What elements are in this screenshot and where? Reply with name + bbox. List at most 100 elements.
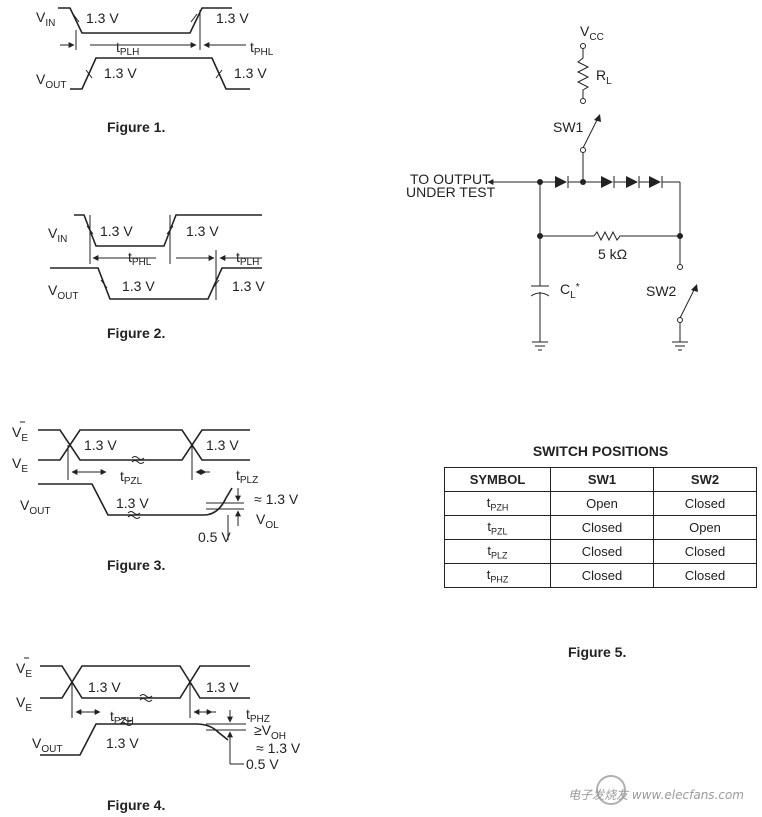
level-label: 1.3 V: [216, 10, 249, 26]
watermark: 电子发烧友 www.elecfans.com: [568, 788, 744, 802]
sw2-cell: Closed: [653, 491, 757, 516]
figure-5-caption: Figure 5.: [568, 644, 627, 660]
approx-label: ≈ 1.3 V: [254, 491, 299, 507]
sw2-terminal: [677, 264, 683, 270]
tplh-label: tPLH: [116, 39, 139, 58]
rl-label: RL: [596, 67, 612, 87]
table-row: tPLZ Closed Closed: [444, 539, 757, 564]
figure-3: VE VE 1.3 V 1.3 V tPZL tPLZ VOUT 1.3 V ≈…: [12, 421, 299, 545]
sw1-cell: Closed: [550, 563, 654, 588]
node: [580, 179, 586, 185]
figure-4: VE VE 1.3 V 1.3 V tPZH tPHZ VOUT 1.3 V ≥…: [16, 657, 301, 772]
sw2-terminal: [677, 317, 683, 323]
threshold-tick: [190, 13, 198, 23]
sw2-cell: Closed: [653, 563, 757, 588]
vcc-label: VCC: [580, 23, 604, 43]
level-label: 1.3 V: [84, 437, 117, 453]
figure-1-caption: Figure 1.: [107, 119, 166, 135]
approx-label: ≈ 1.3 V: [256, 740, 301, 756]
level-label: 1.3 V: [104, 65, 137, 81]
vout-label: VOUT: [32, 735, 62, 755]
tpzh-label: tPZH: [110, 708, 134, 727]
vin-waveform: [74, 214, 262, 247]
vout-waveform: [70, 57, 250, 90]
figure-2-caption: Figure 2.: [107, 325, 166, 341]
vcc-terminal: [580, 43, 586, 49]
v05-label: 0.5 V: [246, 756, 279, 772]
vin-label: VIN: [36, 9, 55, 29]
level-label: 1.3 V: [234, 65, 267, 81]
level-label: 1.3 V: [206, 679, 239, 695]
vout-label: VOUT: [48, 282, 78, 302]
diode: [555, 176, 567, 188]
figure-2: VIN 1.3 V 1.3 V tPHL tPLH VOUT 1.3 V 1.3…: [48, 214, 265, 302]
switch-positions-table: SYMBOL SW1 SW2 tPZH Open Closed tPZL Clo…: [444, 467, 757, 588]
sw2-cell: Open: [653, 515, 757, 540]
ve-label: VE: [12, 455, 28, 475]
v05-label: 0.5 V: [198, 529, 231, 545]
ve-waveform: [38, 429, 250, 461]
level-label: 1.3 V: [122, 278, 155, 294]
table-row: tPHZ Closed Closed: [444, 563, 757, 588]
vol-label: VOL: [256, 511, 279, 531]
level-label: 1.3 V: [100, 223, 133, 239]
sw2-arrowhead: [691, 284, 698, 292]
ground-icon: [532, 341, 548, 351]
sw1-cell: Closed: [550, 539, 654, 564]
tplh-label: tPLH: [236, 249, 259, 268]
header-sw2: SW2: [653, 467, 757, 492]
vout-label: VOUT: [20, 497, 50, 517]
table-row: tPZL Closed Open: [444, 515, 757, 540]
ve-bar-waveform: [38, 429, 250, 461]
vout-label: VOUT: [36, 71, 66, 91]
sw1-label: SW1: [553, 119, 584, 135]
threshold-tick: [212, 279, 220, 289]
sw1-terminal: [580, 147, 586, 153]
level-label: 1.3 V: [106, 735, 139, 751]
figure-1: VIN 1.3 V 1.3 V tPLH tPHL VOUT 1.3 V 1.3…: [36, 7, 274, 91]
threshold-tick: [215, 69, 223, 79]
rl-resistor: [576, 49, 590, 98]
symbol-cell: tPHZ: [444, 563, 551, 588]
break-mark: [131, 456, 145, 464]
symbol-cell: tPZL: [444, 515, 551, 540]
level-label: 1.3 V: [86, 10, 119, 26]
tphl-label: tPHL: [128, 249, 152, 268]
sw1-cell: Open: [550, 491, 654, 516]
diode: [649, 176, 661, 188]
figure-3-caption: Figure 3.: [107, 557, 166, 573]
level-label: 1.3 V: [186, 223, 219, 239]
5k-resistor: [593, 230, 680, 242]
threshold-tick: [72, 13, 80, 23]
sw2-label: SW2: [646, 283, 677, 299]
sw2-cell: Closed: [653, 539, 757, 564]
threshold-tick: [85, 69, 93, 79]
sw2-blade: [679, 287, 696, 319]
ground-icon: [672, 341, 688, 351]
rl-terminal: [580, 98, 586, 104]
table-title: SWITCH POSITIONS: [532, 443, 669, 459]
output-label: UNDER TEST: [406, 184, 496, 200]
ve-label: VE: [16, 694, 32, 714]
vout-waveform: [40, 723, 229, 756]
tpzl-label: tPZL: [120, 468, 143, 487]
level-label: 1.3 V: [206, 437, 239, 453]
sw1-blade: [582, 117, 599, 149]
header-sw1: SW1: [550, 467, 654, 492]
5k-label: 5 kΩ: [598, 246, 627, 262]
sw1-arrowhead: [594, 114, 601, 122]
vin-label: VIN: [48, 225, 67, 245]
diode: [601, 176, 613, 188]
test-circuit: VCC RL SW1 TO OUTPUT UNDER TEST: [406, 23, 698, 351]
vin-waveform: [58, 7, 232, 34]
header-symbol: SYMBOL: [444, 467, 551, 492]
sw1-cell: Closed: [550, 515, 654, 540]
watermark-logo-icon: [596, 775, 626, 805]
level-label: 1.3 V: [88, 679, 121, 695]
diode: [626, 176, 638, 188]
level-label: 1.3 V: [232, 278, 265, 294]
level-label: 1.3 V: [116, 495, 149, 511]
symbol-cell: tPLZ: [444, 539, 551, 564]
ve-bar-waveform: [40, 665, 250, 699]
